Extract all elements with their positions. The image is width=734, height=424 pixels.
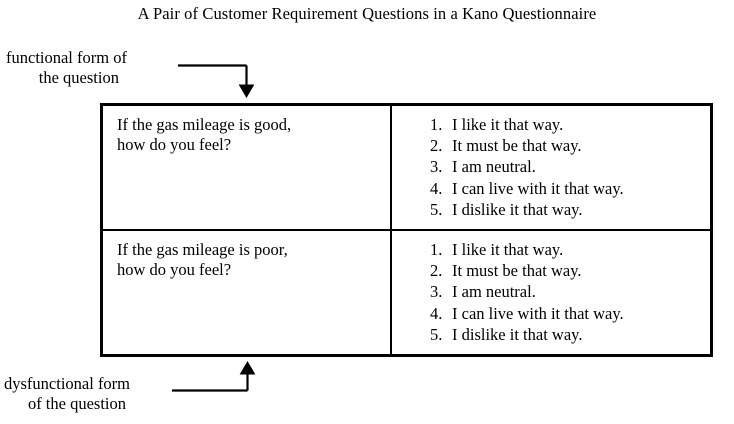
answer-label: It must be that way.: [452, 136, 582, 156]
answer-number: 3.: [430, 157, 443, 177]
question-text: If the gas mileage is poor, how do you f…: [117, 240, 288, 279]
answer-label: I like it that way.: [452, 115, 564, 134]
answer-number: 3.: [430, 282, 443, 302]
answers-cell: 1. I like it that way. 2. It must be that …: [391, 106, 710, 231]
list-item[interactable]: 5. I dislike it that way.: [430, 199, 710, 220]
functional-form-annotation: functional form of the question: [6, 48, 127, 88]
list-item[interactable]: 1. I like it that way.: [430, 239, 710, 260]
answer-number: 2.: [430, 136, 443, 156]
answer-list: 1. I like it that way. 2. It must be that …: [392, 106, 710, 220]
list-item[interactable]: 2. It must be that way.: [430, 260, 710, 281]
answers-cell: 1. I like it that way. 2. It must be that …: [391, 230, 710, 354]
questionnaire-table: If the gas mileage is good, how do you f…: [100, 103, 713, 357]
list-item[interactable]: 2. It must be that way.: [430, 135, 710, 156]
functional-form-line1: functional form of: [6, 48, 127, 67]
dysfunctional-form-line1: dysfunctional form: [4, 374, 131, 393]
answer-number: 5.: [430, 324, 443, 344]
functional-form-line2: the question: [38, 68, 119, 87]
answer-number: 1.: [430, 115, 443, 134]
list-item[interactable]: 4. I can live with it that way.: [430, 303, 710, 324]
answer-label: I dislike it that way.: [452, 324, 583, 344]
answer-label: I can live with it that way.: [452, 303, 624, 323]
answer-number: 5.: [430, 199, 443, 219]
list-item[interactable]: 4. I can live with it that way.: [430, 178, 710, 199]
answer-label: I can live with it that way.: [452, 178, 624, 198]
list-item[interactable]: 1. I like it that way.: [430, 114, 710, 135]
answer-list: 1. I like it that way. 2. It must be that …: [392, 231, 710, 345]
dysfunctional-form-line2: of the question: [27, 394, 127, 413]
question-cell: If the gas mileage is poor, how do you f…: [103, 230, 392, 354]
answer-number: 2.: [430, 261, 443, 281]
list-item[interactable]: 3. I am neutral.: [430, 281, 710, 302]
list-item[interactable]: 3. I am neutral.: [430, 156, 710, 177]
answer-label: I like it that way.: [452, 240, 564, 259]
answer-label: I am neutral.: [452, 157, 536, 177]
dysfunctional-form-annotation: dysfunctional form of the question: [4, 374, 130, 414]
question-cell: If the gas mileage is good, how do you f…: [103, 106, 392, 231]
table-row: If the gas mileage is poor, how do you f…: [103, 230, 710, 354]
answer-number: 4.: [430, 303, 443, 323]
table-row: If the gas mileage is good, how do you f…: [103, 106, 710, 231]
answer-number: 4.: [430, 178, 443, 198]
dysfunctional-form-arrow: [172, 361, 256, 392]
functional-form-arrow: [178, 64, 255, 98]
answer-number: 1.: [430, 240, 443, 259]
figure-title: A Pair of Customer Requirement Questions…: [137, 4, 597, 23]
answer-label: I am neutral.: [452, 282, 536, 302]
answer-label: I dislike it that way.: [452, 199, 583, 219]
answer-label: It must be that way.: [452, 261, 582, 281]
question-text: If the gas mileage is good, how do you f…: [117, 115, 292, 154]
list-item[interactable]: 5. I dislike it that way.: [430, 324, 710, 345]
